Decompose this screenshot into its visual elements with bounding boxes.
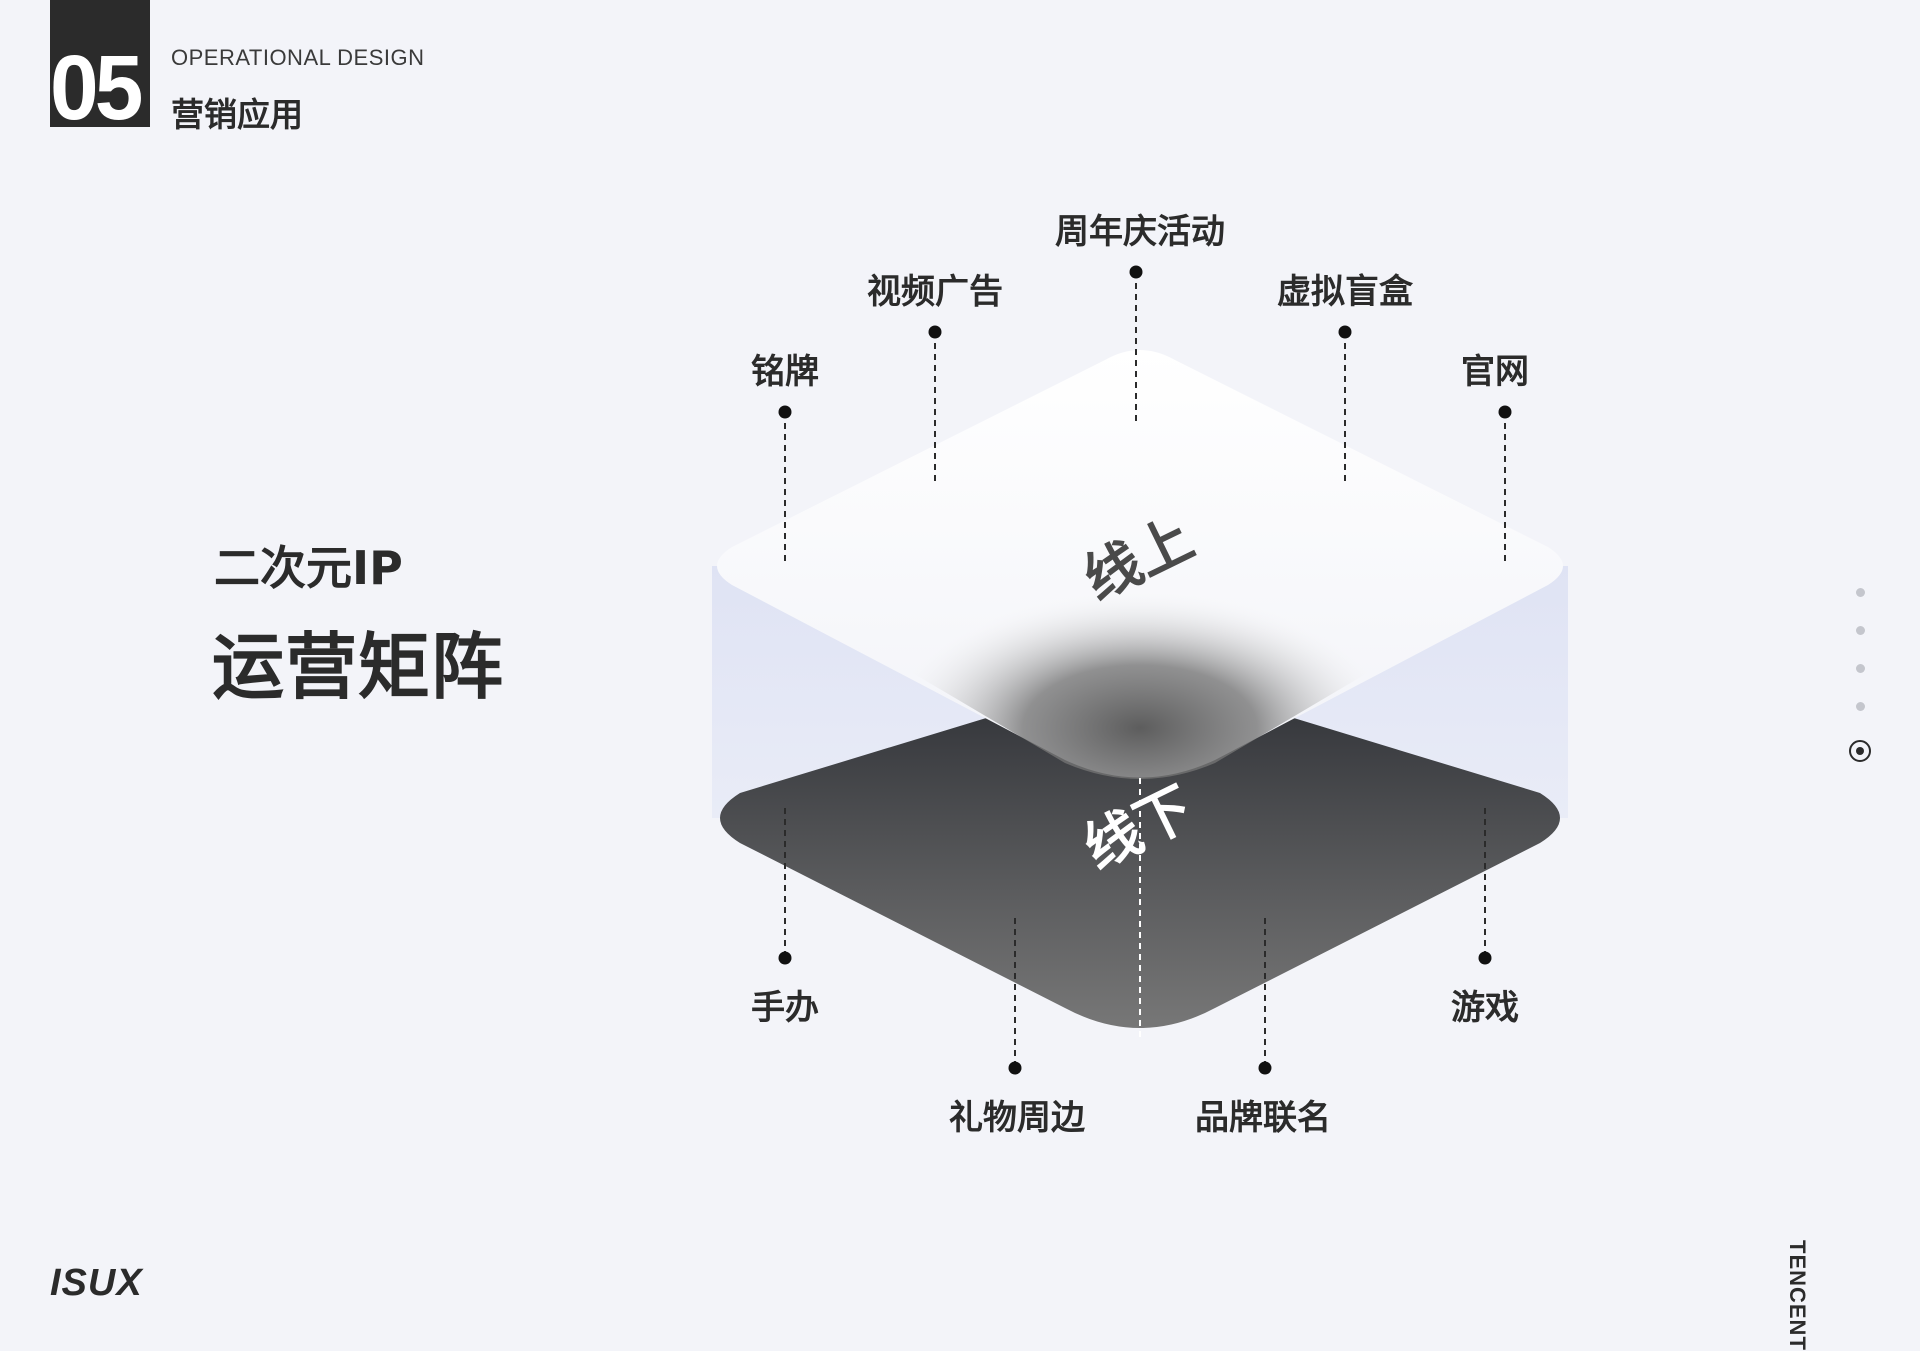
pager-dot[interactable] xyxy=(1855,702,1865,711)
leader-dot xyxy=(1258,1061,1272,1075)
pager-dot[interactable] xyxy=(1855,664,1865,673)
layer-shadow xyxy=(880,588,1400,779)
leader-dot xyxy=(778,405,792,419)
leader-dot xyxy=(1008,1061,1022,1075)
leader-dot xyxy=(928,325,942,339)
pager-dot[interactable] xyxy=(1855,588,1865,597)
online-leaders xyxy=(784,272,1506,565)
label-games: 游戏 xyxy=(1451,988,1519,1028)
tencent-brand: TENCENT xyxy=(1785,1240,1810,1351)
section-subtitle: OPERATIONAL DESIGN xyxy=(171,45,425,70)
leader-dot xyxy=(1129,265,1143,279)
pager-dot[interactable] xyxy=(1855,626,1865,635)
label-virtual-blind-box: 虚拟盲盒 xyxy=(1277,272,1413,312)
isux-logo: ISUX xyxy=(50,1262,143,1304)
headline-line2: 运营矩阵 xyxy=(212,625,505,709)
label-figurines: 手办 xyxy=(751,988,819,1028)
pager-dot-active[interactable] xyxy=(1849,740,1871,762)
label-anniversary-event: 周年庆活动 xyxy=(1055,212,1225,252)
label-nameplate: 铭牌 xyxy=(751,352,819,392)
label-official-site: 官网 xyxy=(1461,352,1529,392)
label-gift-merch: 礼物周边 xyxy=(949,1098,1085,1138)
leader-dot xyxy=(1338,325,1352,339)
section-number: 05 xyxy=(50,37,143,139)
leader-dot xyxy=(778,951,792,965)
leader-dot xyxy=(1478,951,1492,965)
offline-leaders xyxy=(784,808,1486,1068)
online-dots xyxy=(778,265,1512,419)
lower-layer xyxy=(720,677,1560,1028)
headline-line1: 二次元IP xyxy=(214,541,403,595)
label-video-ads: 视频广告 xyxy=(867,272,1003,312)
section-number-block xyxy=(50,0,150,127)
section-title: 营销应用 xyxy=(171,95,303,134)
label-brand-collab: 品牌联名 xyxy=(1195,1098,1331,1138)
leader-dot xyxy=(1498,405,1512,419)
page-indicator xyxy=(1845,588,1875,762)
offline-dots xyxy=(778,951,1492,1075)
